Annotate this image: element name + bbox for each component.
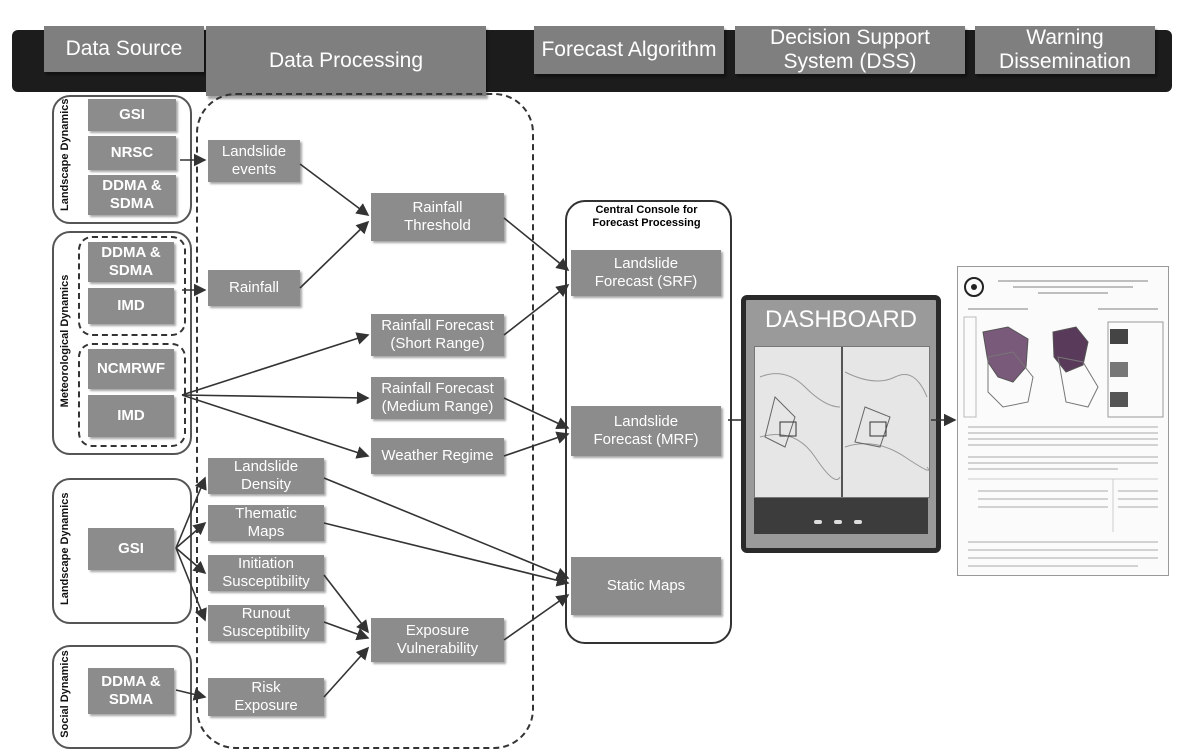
header-forecast-algorithm: Forecast Algorithm bbox=[534, 26, 724, 74]
source-imd-2: IMD bbox=[88, 395, 174, 437]
proc-landslide-events: Landslide events bbox=[208, 140, 300, 182]
proc-runout-susceptibility: Runout Susceptibility bbox=[208, 605, 324, 641]
proc-rainfall-forecast-medium: Rainfall Forecast (Medium Range) bbox=[371, 377, 504, 419]
proc-thematic-maps: Thematic Maps bbox=[208, 505, 324, 541]
dashboard-map-view bbox=[754, 346, 930, 498]
processing-container bbox=[196, 93, 534, 749]
proc-risk-exposure: Risk Exposure bbox=[208, 678, 324, 716]
header-dss: Decision Support System (DSS) bbox=[735, 26, 965, 74]
dashboard-title: DASHBOARD bbox=[764, 306, 918, 333]
bulletin-graphic bbox=[963, 277, 1164, 567]
proc-rainfall-threshold: Rainfall Threshold bbox=[371, 193, 504, 241]
console-static-maps: Static Maps bbox=[571, 557, 721, 615]
header-data-source: Data Source bbox=[44, 26, 204, 72]
proc-initiation-susceptibility: Initiation Susceptibility bbox=[208, 555, 324, 591]
proc-exposure-vulnerability: Exposure Vulnerability bbox=[371, 618, 504, 662]
proc-weather-regime: Weather Regime bbox=[371, 438, 504, 474]
proc-rainfall: Rainfall bbox=[208, 270, 300, 306]
source-ddma-sdma-2: DDMA & SDMA bbox=[88, 242, 174, 282]
source-ddma-sdma-3: DDMA & SDMA bbox=[88, 668, 174, 714]
source-ddma-sdma-1: DDMA & SDMA bbox=[88, 175, 176, 215]
console-landslide-forecast-mrf: Landslide Forecast (MRF) bbox=[571, 406, 721, 456]
dashboard-panel: DASHBOARD bbox=[741, 295, 941, 553]
header-data-processing: Data Processing bbox=[206, 26, 486, 96]
source-nrsc: NRSC bbox=[88, 136, 176, 170]
source-ncmrwf: NCMRWF bbox=[88, 349, 174, 389]
source-gsi-2: GSI bbox=[88, 528, 174, 570]
source-imd-1: IMD bbox=[88, 288, 174, 324]
proc-rainfall-forecast-short: Rainfall Forecast (Short Range) bbox=[371, 314, 504, 356]
dashed-group-ddma-imd bbox=[78, 236, 186, 336]
console-landslide-forecast-srf: Landslide Forecast (SRF) bbox=[571, 250, 721, 296]
header-warning-dissemination: Warning Dissemination bbox=[975, 26, 1155, 74]
dashboard-footer bbox=[754, 498, 928, 534]
dashboard-map-graphic bbox=[759, 347, 930, 497]
proc-landslide-density: Landslide Density bbox=[208, 458, 324, 494]
source-gsi-1: GSI bbox=[88, 99, 176, 131]
warning-bulletin bbox=[957, 266, 1169, 576]
console-title: Central Console for Forecast Processing bbox=[592, 204, 701, 229]
